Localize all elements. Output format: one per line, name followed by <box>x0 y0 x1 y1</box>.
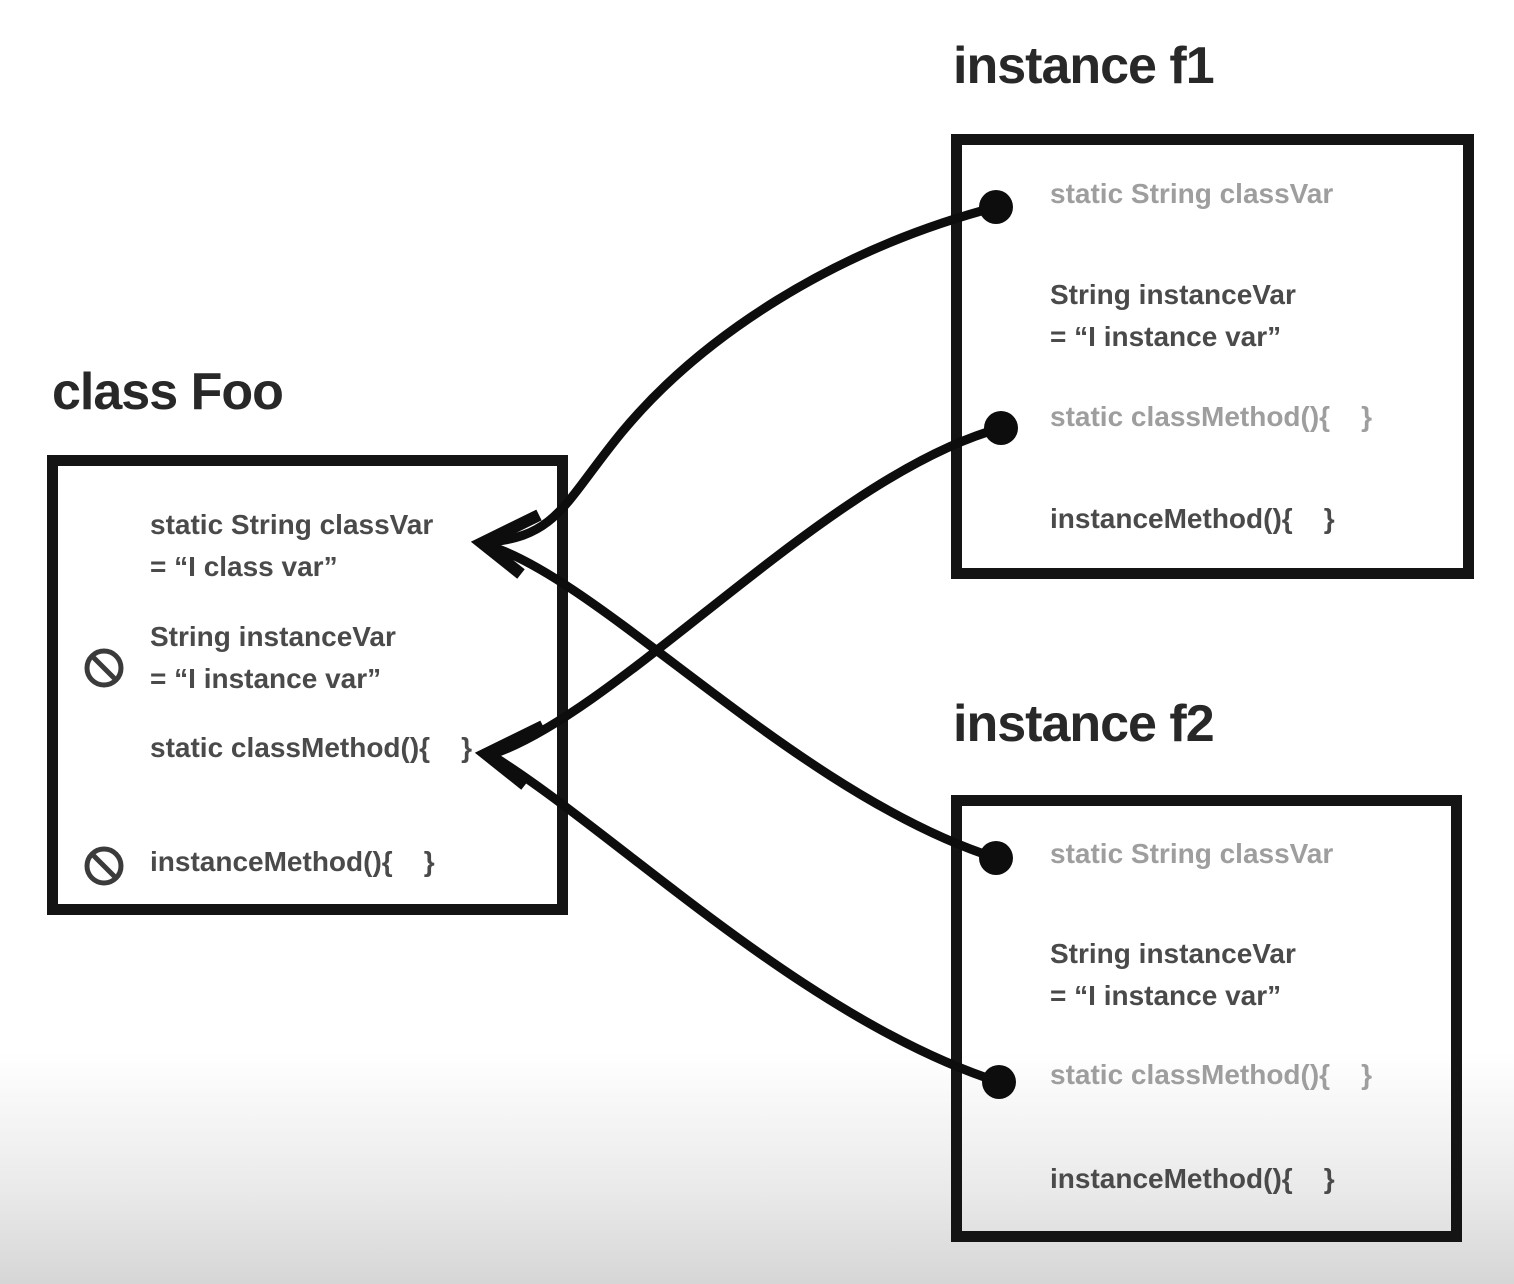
f2-instancevar-line2: = “I instance var” <box>1050 980 1282 1011</box>
instance-f1-title: instance f1 <box>953 37 1215 95</box>
f2-classmethod: static classMethod(){ } <box>1050 1059 1373 1090</box>
f1-instancemethod: instanceMethod(){ } <box>1050 503 1335 534</box>
f1-instancevar-line2: = “I instance var” <box>1050 321 1282 352</box>
instance-f2-title: instance f2 <box>953 695 1215 753</box>
f2-instancemethod: instanceMethod(){ } <box>1050 1163 1335 1194</box>
f2-instancevar-line1: String instanceVar <box>1050 938 1296 969</box>
foo-classvar-line2: = “I class var” <box>150 551 338 582</box>
foo-classmethod: static classMethod(){ } <box>150 732 473 763</box>
class-foo-title: class Foo <box>52 363 284 421</box>
foo-instancevar-line1: String instanceVar <box>150 621 396 652</box>
no-entry-icon <box>84 648 124 688</box>
f1-classvar: static String classVar <box>1050 178 1334 209</box>
foo-classvar-line1: static String classVar <box>150 509 434 540</box>
foo-instancevar-line2: = “I instance var” <box>150 663 382 694</box>
f1-instancevar-line1: String instanceVar <box>1050 279 1296 310</box>
foo-instancemethod: instanceMethod(){ } <box>150 846 435 877</box>
f2-classvar: static String classVar <box>1050 838 1334 869</box>
arrow-f2-classmethod-to-foo-classmethod <box>493 754 1001 1087</box>
f1-classmethod: static classMethod(){ } <box>1050 401 1373 432</box>
no-entry-icon <box>84 846 124 886</box>
arrow-f1-classmethod-to-foo-classmethod <box>494 423 1003 758</box>
